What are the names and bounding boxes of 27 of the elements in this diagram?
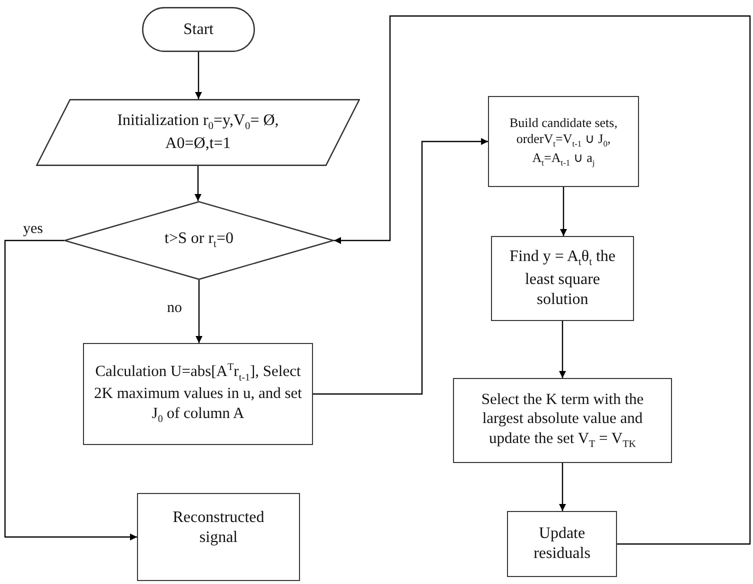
process-box [137,493,300,581]
node-text: Find y = A$_{t}$θ$_{t}$ the least square solution [508,247,616,310]
arrow [196,280,202,343]
arrow [560,187,567,236]
process-box [453,378,672,463]
process-box [507,511,617,577]
process-box [491,236,634,321]
arrow [195,52,202,99]
node-text: Select the K term with the largest absolute value and update the set V$_{T}$ = V$_{TK}$ [480,390,645,452]
node-text: Start [182,20,215,40]
arrow [559,463,566,511]
arrow [4,240,137,540]
terminal-node [142,7,255,52]
node-text: t>S or r$_{t}$=0 [164,229,234,252]
node-text: Initialization r$_{0}$=y,V$_{0}$= Ø, A0=Ø,t=1 [116,111,280,154]
decision-diamond [64,201,334,280]
process-box [488,96,639,187]
process-box [83,343,313,445]
node-text: Reconstructed signal [172,508,266,548]
input-parallelogram [36,99,360,166]
arrow [313,138,488,395]
arrow [559,321,566,378]
node-text: Update residuals [532,524,592,564]
node-text: Build candidate sets, orderV$_{t}$=V$_{t-1}$ ∪ J$_{0}$, A$_{t}$=A$_{t-1}$ ∪ a$_{j}$ [508,115,618,168]
node-text: Calculation U=abs[A$^{T}$r$_{t-1}$], Select 2K maximum values in u, and set J$_{0}$ of column A [93,362,303,426]
arrow [194,166,202,201]
arrow [334,15,751,545]
